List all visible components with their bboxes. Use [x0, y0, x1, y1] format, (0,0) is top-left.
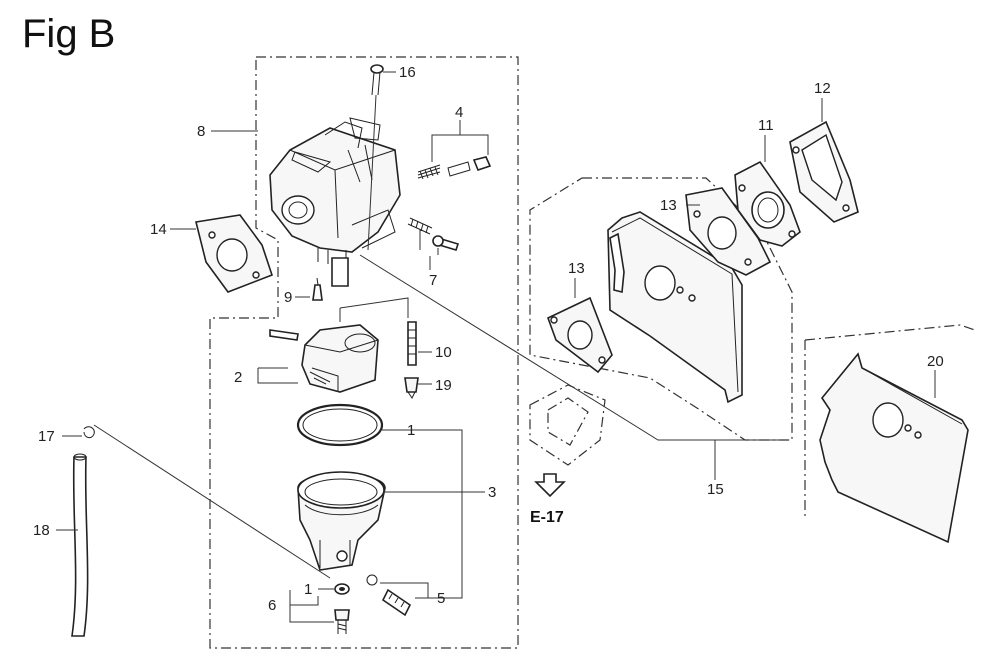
fuel-tube-18 [71, 453, 89, 637]
drain-screw-set-5 [366, 574, 412, 617]
callout-11: 11 [758, 117, 774, 134]
callout-18: 18 [33, 522, 50, 539]
gasket-13-lower [546, 296, 613, 374]
callout-2: 2 [234, 369, 242, 386]
bolt-6 [334, 609, 350, 634]
element-20 [819, 352, 969, 544]
callout-13-upper: 13 [660, 197, 677, 214]
float-needle-9 [312, 277, 323, 301]
callout-8: 8 [197, 123, 205, 140]
gasket-13-upper [685, 187, 772, 276]
screw-16 [370, 64, 384, 96]
float-2 [269, 324, 379, 393]
callout-1-lower: 1 [304, 581, 312, 598]
callout-19: 19 [435, 377, 452, 394]
gasket-14 [195, 214, 274, 293]
gasket-12 [789, 120, 859, 223]
figure-title: Fig B [22, 12, 116, 56]
hidden-part-outline [529, 384, 606, 466]
callout-13-lower: 13 [568, 260, 585, 277]
callout-4: 4 [455, 104, 463, 121]
reference-arrow-icon [534, 473, 566, 498]
float-chamber-gasket-1 [296, 403, 384, 447]
throttle-screw-set-7 [407, 217, 460, 251]
clip-17 [83, 426, 95, 439]
pilot-screw-set-4 [417, 156, 492, 180]
callout-1-upper: 1 [407, 422, 415, 439]
callout-14: 14 [150, 221, 167, 238]
right-group-boundary [804, 324, 976, 520]
jet-19 [404, 377, 419, 399]
washer-1 [334, 583, 350, 595]
callout-10: 10 [435, 344, 452, 361]
callout-20: 20 [927, 353, 944, 370]
callout-16: 16 [399, 64, 416, 81]
callout-17: 17 [38, 428, 55, 445]
carburetor-body [269, 117, 401, 287]
main-jet-10 [407, 321, 417, 366]
callout-6: 6 [268, 597, 276, 614]
callout-9: 9 [284, 289, 292, 306]
float-chamber-3 [297, 471, 386, 571]
callout-3: 3 [488, 484, 496, 501]
callout-5: 5 [437, 590, 445, 607]
callout-15: 15 [707, 481, 724, 498]
air-cleaner-plate-15 [607, 211, 743, 404]
callout-7: 7 [429, 272, 437, 289]
insulator-11 [734, 160, 801, 247]
callout-12: 12 [814, 80, 831, 97]
reference-label: E-17 [530, 509, 564, 526]
